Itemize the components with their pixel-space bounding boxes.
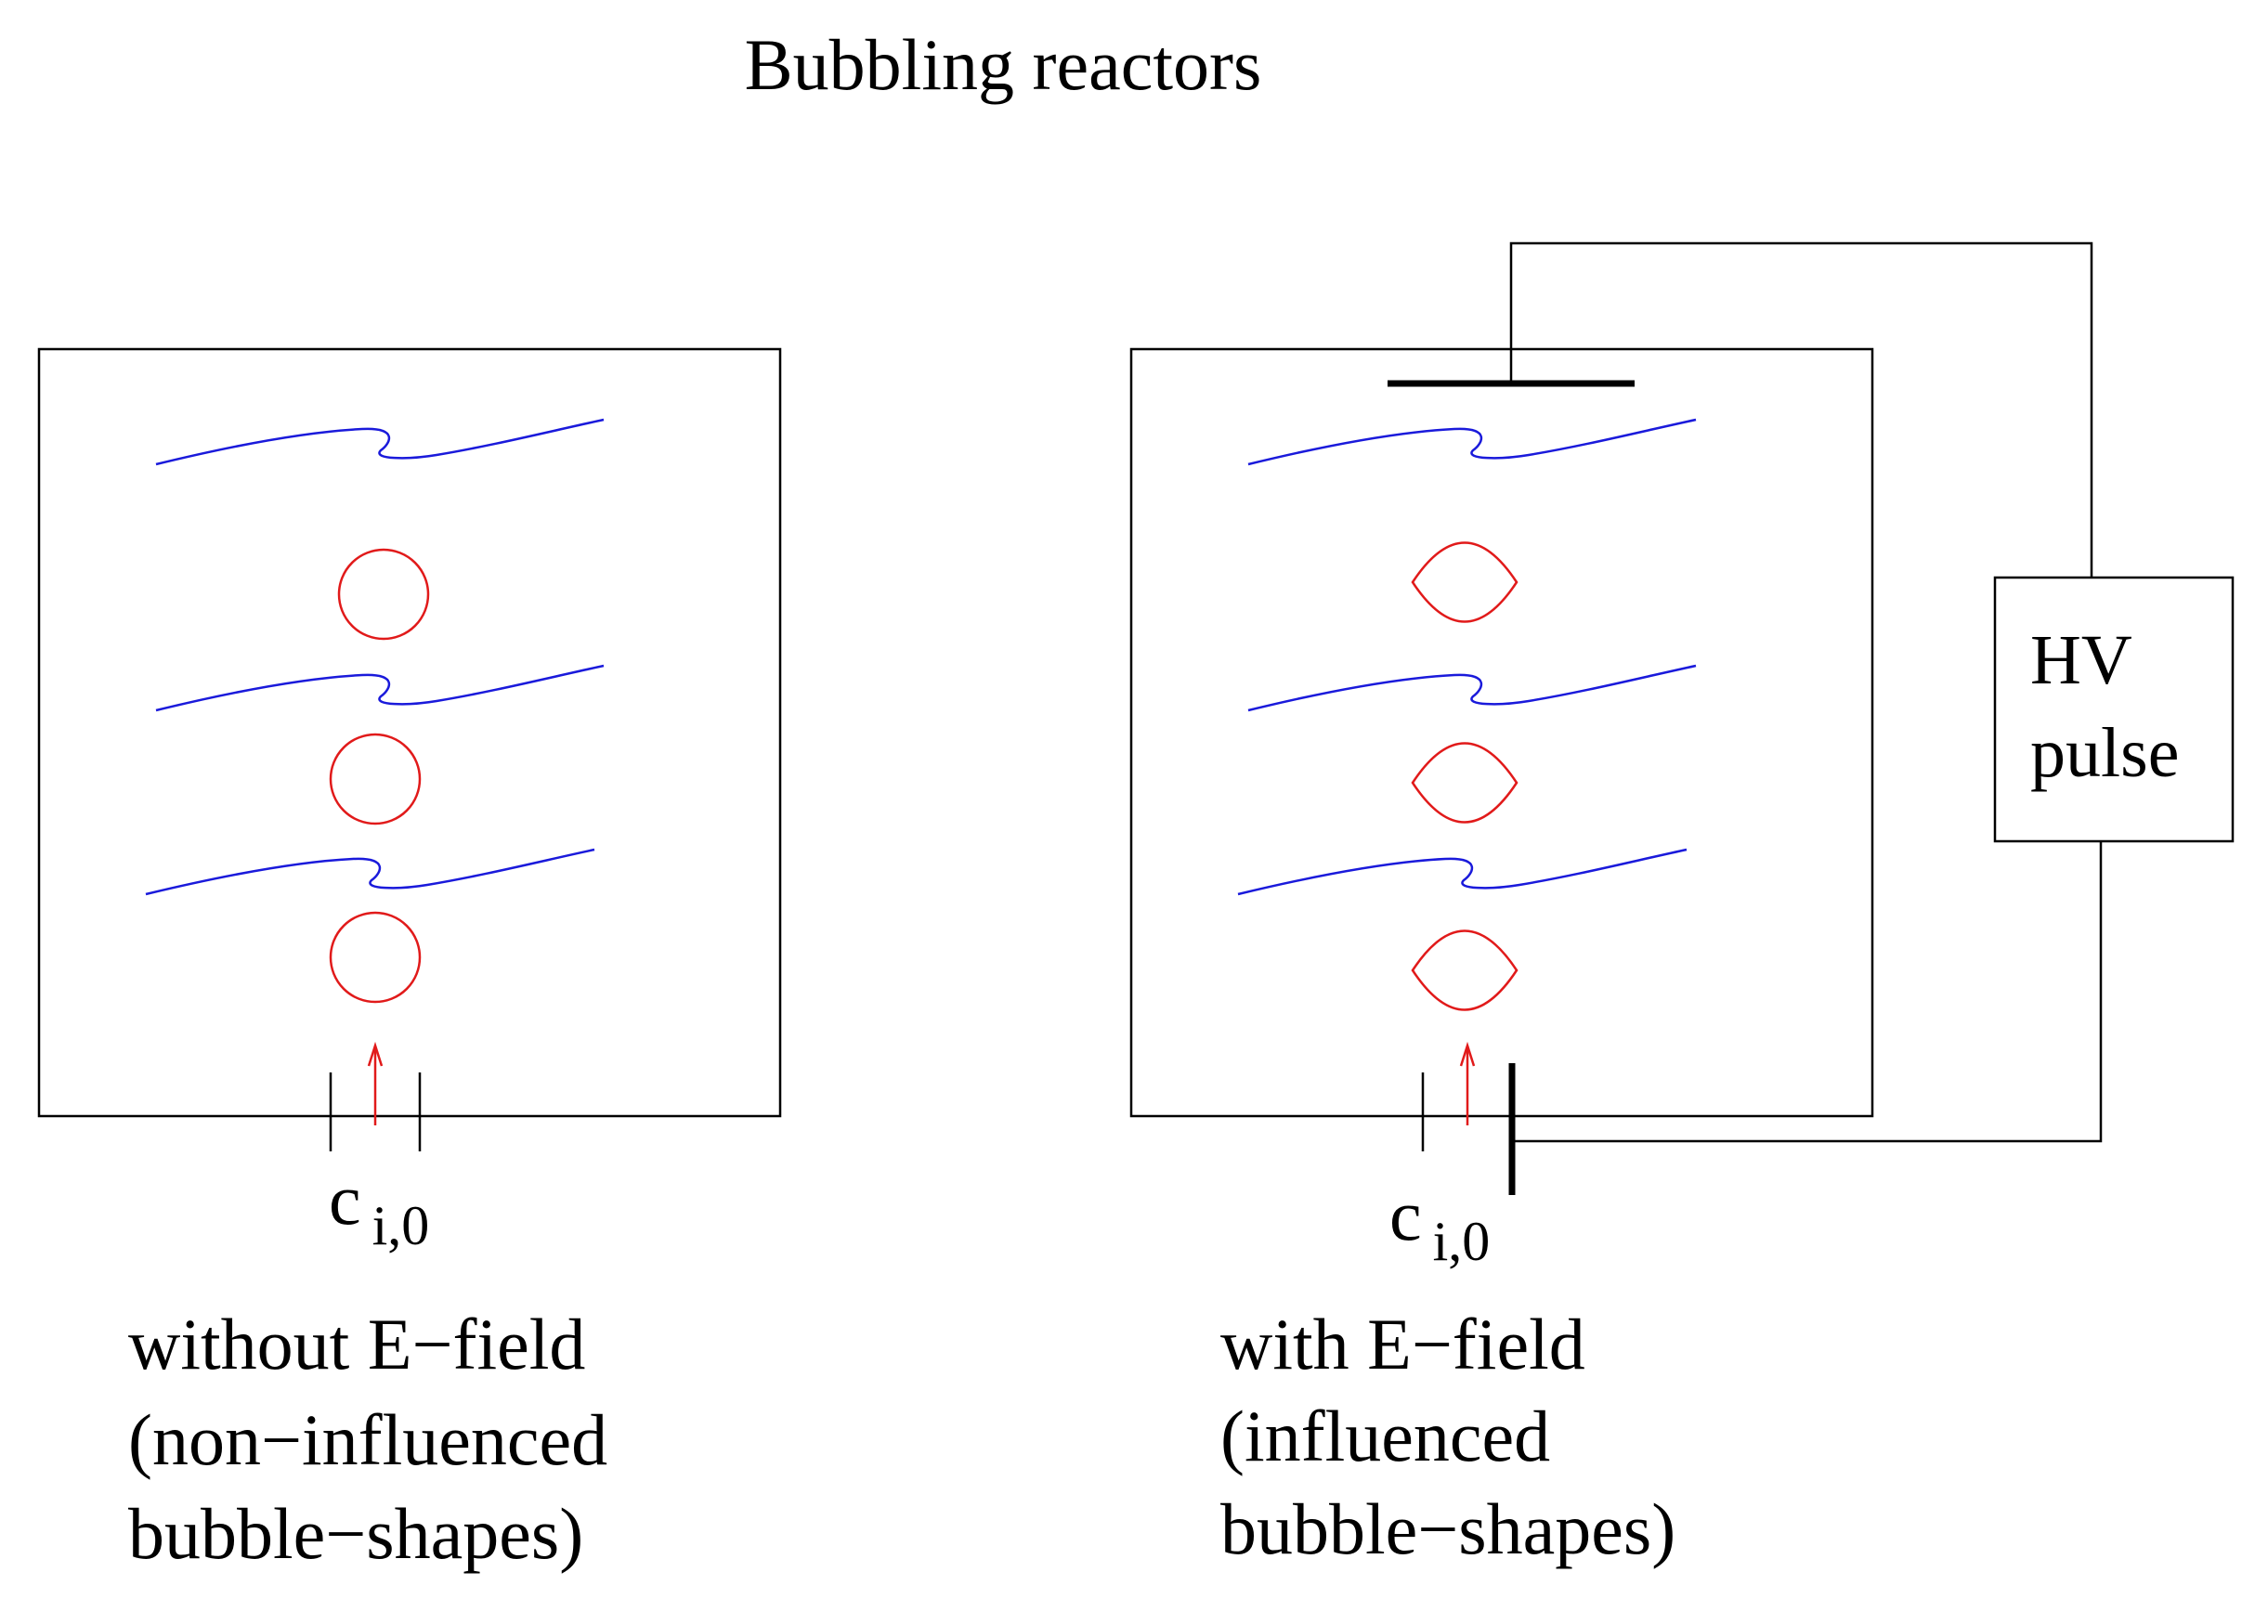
left-caption-line-2: (non−influenced — [128, 1399, 607, 1480]
left-caption-line-1: without E−field — [128, 1304, 585, 1384]
right-inlet-subscript: i,0 — [1433, 1211, 1491, 1272]
left-interface-waves — [145, 418, 605, 896]
left-reactor-vessel — [37, 347, 782, 1118]
hv-circuit: HV pulse — [1509, 241, 2235, 1143]
right-wave-2 — [1247, 664, 1697, 712]
right-caption: with E−field (influenced bubble−shapes) — [1220, 1304, 1675, 1569]
left-bubble-top — [337, 548, 430, 641]
hv-pulse-box — [1993, 576, 2235, 843]
right-caption-line-3: bubble−shapes) — [1220, 1488, 1675, 1569]
left-wave-1 — [155, 418, 605, 466]
left-inlet-label: c i,0 — [329, 1159, 429, 1256]
hv-label-line-2: pulse — [2030, 714, 2179, 792]
left-caption-line-3: bubble−shapes) — [128, 1493, 583, 1574]
left-wave-3 — [145, 848, 595, 896]
left-inlet — [329, 1041, 422, 1151]
left-inlet-arrowhead — [367, 1041, 384, 1067]
right-wave-3 — [1237, 848, 1688, 896]
right-bubbles — [1411, 541, 1519, 1011]
right-inlet-symbol: c — [1389, 1175, 1422, 1255]
right-interface-waves — [1237, 418, 1697, 896]
right-reactor: c i,0 with E−field (influenced bubble−sh… — [1129, 347, 1874, 1569]
diagram-title: Bubbling reactors — [745, 24, 1262, 105]
right-inlet — [1421, 1041, 1516, 1195]
left-bubble-bottom — [329, 911, 422, 1004]
right-reactor-vessel — [1129, 347, 1874, 1118]
right-caption-line-1: with E−field — [1220, 1304, 1585, 1384]
right-bubble-bottom — [1411, 929, 1519, 1011]
right-bubble-middle — [1411, 742, 1519, 824]
right-bubble-top — [1411, 541, 1519, 623]
left-bubbles — [329, 548, 430, 1004]
left-inlet-symbol: c — [329, 1159, 361, 1240]
right-inlet-arrowhead — [1459, 1041, 1476, 1067]
left-wave-2 — [155, 664, 605, 712]
right-caption-line-2: (influenced — [1220, 1396, 1550, 1476]
left-caption: without E−field (non−influenced bubble−s… — [128, 1304, 611, 1574]
right-inlet-label: c i,0 — [1389, 1175, 1490, 1272]
left-reactor: c i,0 without E−field (non−influenced bu… — [37, 347, 782, 1574]
left-inlet-subscript: i,0 — [372, 1195, 430, 1256]
right-wave-1 — [1247, 418, 1697, 466]
left-bubble-middle — [329, 733, 422, 825]
wire-bottom — [1512, 841, 2103, 1143]
hv-label-line-1: HV — [2030, 621, 2132, 699]
wire-top — [1509, 241, 2093, 578]
